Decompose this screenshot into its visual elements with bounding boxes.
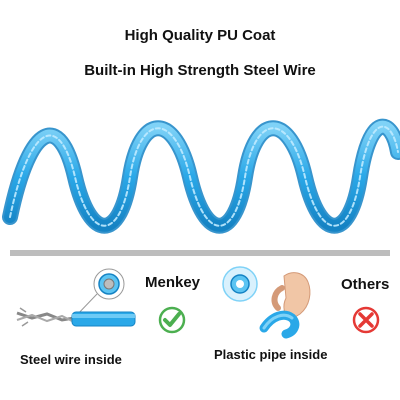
caption-steel-wire: Steel wire inside: [20, 352, 122, 367]
headline-pu-coat: High Quality PU Coat: [124, 27, 276, 44]
section-divider: [10, 250, 390, 256]
steel-wire-cable-image: [16, 268, 136, 327]
cross-icon: [352, 306, 380, 334]
plastic-pipe-image: [222, 266, 311, 339]
check-icon: [158, 306, 186, 334]
coiled-cable-image: [2, 118, 400, 234]
caption-plastic-pipe: Plastic pipe inside: [214, 347, 328, 362]
headline-steel-wire: Built-in High Strength Steel Wire: [84, 62, 316, 79]
brand-menkey: Menkey: [145, 274, 201, 291]
brand-others: Others: [341, 276, 390, 293]
